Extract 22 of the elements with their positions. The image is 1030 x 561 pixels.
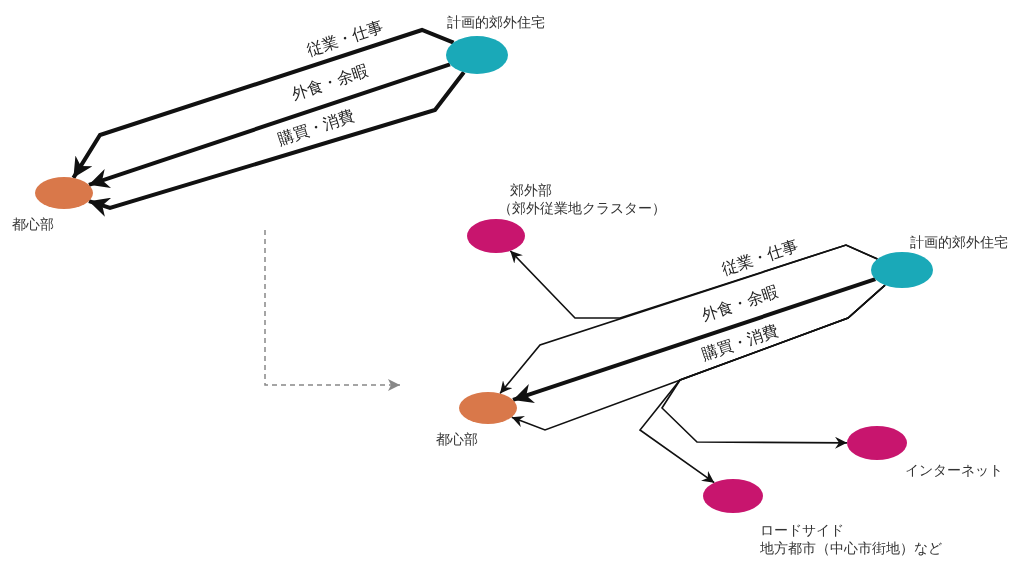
arrow <box>88 62 451 188</box>
arrow <box>88 71 466 217</box>
arrow <box>638 284 886 484</box>
place-label: 地方都市（中心市街地）など <box>760 540 942 557</box>
place-ellipse <box>446 36 508 74</box>
place-label: 郊外部 <box>510 182 552 199</box>
place-ellipse <box>467 219 525 253</box>
place-label: 計画的郊外住宅 <box>910 234 1008 251</box>
place-label: 計画的郊外住宅 <box>447 14 545 31</box>
arrow <box>71 27 455 179</box>
place-label: 都心部 <box>12 216 54 233</box>
arrow <box>512 277 876 404</box>
place-ellipse <box>871 252 933 288</box>
place-ellipse <box>847 426 907 460</box>
place-label: （郊外従業地クラスター） <box>498 200 666 217</box>
place-ellipse <box>35 177 93 209</box>
arrow <box>509 244 879 319</box>
place-label: ロードサイド <box>760 522 844 539</box>
place-label: インターネット <box>905 462 1003 479</box>
place-ellipse <box>459 392 517 424</box>
place-ellipse <box>703 479 763 513</box>
place-label: 都心部 <box>436 431 478 448</box>
